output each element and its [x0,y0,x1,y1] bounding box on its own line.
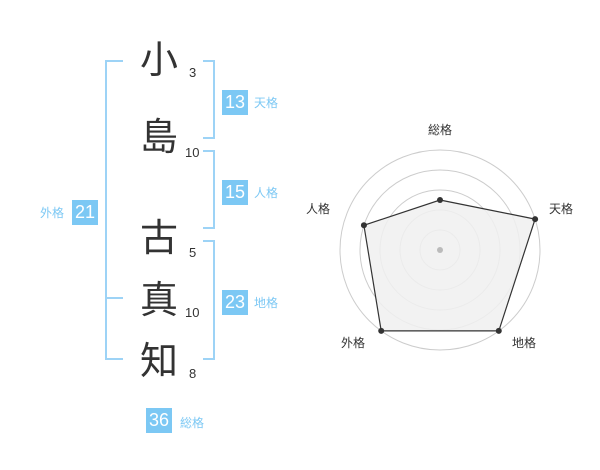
radar-score-polygon [363,199,536,332]
jinkaku-bracket [203,150,215,229]
stroke-count-2: 10 [185,145,200,160]
gaikaku-bracket-divider [105,297,123,299]
radar-axis-label-jinkaku: 人格 [306,201,330,216]
gaikaku-label: 外格 [40,206,65,220]
soukaku-label: 総格 [180,416,205,430]
soukaku-value: 36 [146,408,172,433]
stroke-count-1: 3 [189,65,197,80]
radar-axis-label-gaikaku: 外格 [341,335,365,350]
gaikaku-bracket [105,60,123,360]
radar-axis-label-soukaku: 総格 [428,122,452,137]
radar-grid-ring [339,149,541,351]
chikaku-value: 23 [222,290,248,315]
radar-points [360,197,539,334]
stroke-count-4: 10 [185,305,200,320]
radar-point [532,216,539,223]
stroke-count-5: 8 [189,366,197,381]
chikaku-label: 地格 [254,296,279,310]
radar-axis-label-tenkaku: 天格 [549,201,573,216]
name-char-4: 真 [139,278,178,322]
name-char-2: 島 [139,115,178,159]
tenkaku-bracket [203,60,215,139]
radar-point [360,222,367,229]
chikaku-bracket [203,240,215,360]
tenkaku-label: 天格 [254,96,279,110]
radar-axis-label-chikaku: 地格 [512,335,536,350]
gaikaku-value: 21 [72,200,98,225]
stroke-count-3: 5 [189,245,197,260]
name-char-1: 小 [139,38,178,82]
radar-point [378,327,385,334]
radar-point [437,197,443,203]
radar-center-dot [437,247,443,253]
name-char-5: 知 [139,339,178,383]
jinkaku-value: 15 [222,180,248,205]
name-char-3: 古 [139,216,178,260]
radar-point [495,327,502,334]
tenkaku-value: 13 [222,90,248,115]
jinkaku-label: 人格 [254,186,279,200]
